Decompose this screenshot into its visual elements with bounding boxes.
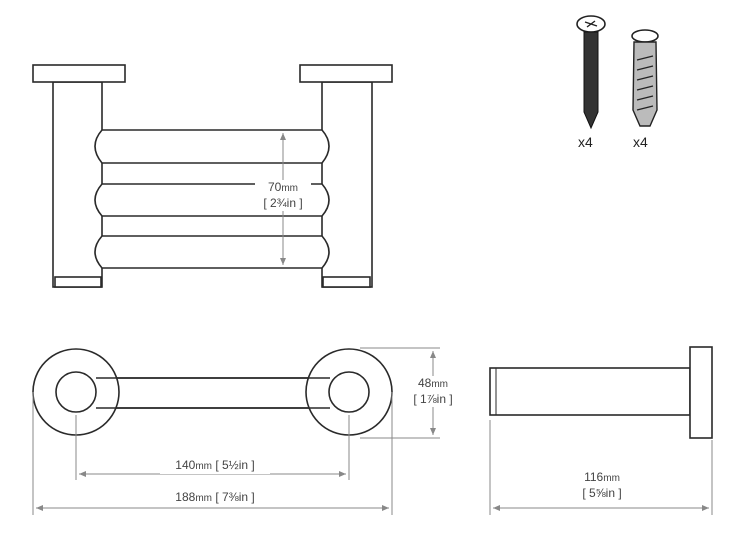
center-to-center-label: 140mm [ 5½in ]	[160, 458, 270, 474]
ctc-value: 140	[175, 458, 196, 472]
anchor-quantity: x4	[633, 134, 648, 150]
height-unit: mm	[281, 183, 299, 194]
height-value: 70	[267, 180, 282, 194]
ctc-imperial: [ 5½in ]	[215, 458, 255, 472]
wall-anchor-icon	[631, 29, 659, 127]
height-label: 70mm [ 2¾in ]	[255, 180, 311, 211]
depth-value: 48	[417, 376, 432, 390]
bar-1	[94, 129, 330, 164]
overall-width-label: 188mm [ 7⅜in ]	[160, 490, 270, 506]
front-view	[32, 64, 393, 288]
right-post-base	[322, 276, 371, 288]
projection-value: 116	[584, 470, 604, 484]
width-value: 188	[175, 490, 196, 504]
right-post	[321, 81, 373, 288]
left-post-base	[54, 276, 102, 288]
depth-label: 48mm [ 1⅞in ]	[405, 376, 461, 407]
height-imperial: [ 2¾in ]	[263, 196, 303, 210]
ctc-unit: mm	[195, 461, 212, 472]
side-view	[489, 346, 713, 515]
depth-imperial: [ 1⅞in ]	[413, 392, 453, 406]
width-imperial: [ 7⅜in ]	[215, 490, 255, 504]
depth-unit: mm	[431, 379, 449, 390]
right-cap	[299, 64, 393, 83]
projection-label: 116mm [ 5⅝in ]	[567, 470, 637, 501]
screw-quantity: x4	[578, 134, 593, 150]
left-post	[52, 81, 103, 288]
width-unit: mm	[195, 493, 212, 504]
top-view	[32, 347, 440, 515]
bar-3	[94, 235, 330, 269]
projection-unit: mm	[603, 473, 620, 484]
left-cap	[32, 64, 126, 83]
screw-icon	[576, 15, 606, 130]
projection-imperial: [ 5⅝in ]	[582, 486, 622, 500]
